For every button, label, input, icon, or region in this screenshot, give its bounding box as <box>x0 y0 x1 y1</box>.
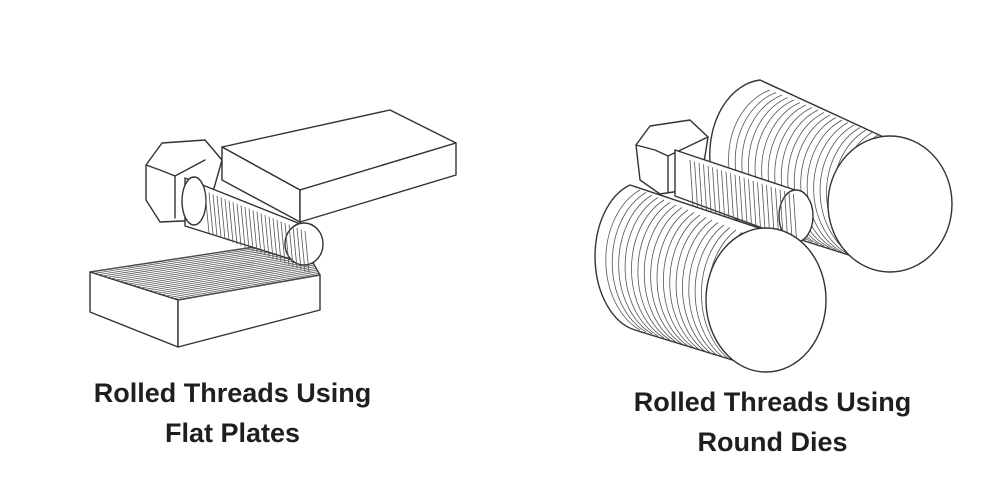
top-flat-die-icon <box>221 109 457 223</box>
round-die-front-icon <box>594 184 827 373</box>
caption-round-dies-line1: Rolled Threads Using <box>633 387 912 417</box>
caption-flat-plates: Rolled Threads Using Flat Plates <box>60 373 405 453</box>
caption-round-dies-line2: Round Dies <box>697 427 848 457</box>
caption-flat-plates-line2: Flat Plates <box>164 418 301 448</box>
round-die-bolt-icon <box>635 119 814 243</box>
caption-flat-plates-line1: Rolled Threads Using <box>93 378 372 408</box>
hex-bolt-icon <box>145 139 324 274</box>
caption-round-dies: Rolled Threads Using Round Dies <box>600 382 945 462</box>
